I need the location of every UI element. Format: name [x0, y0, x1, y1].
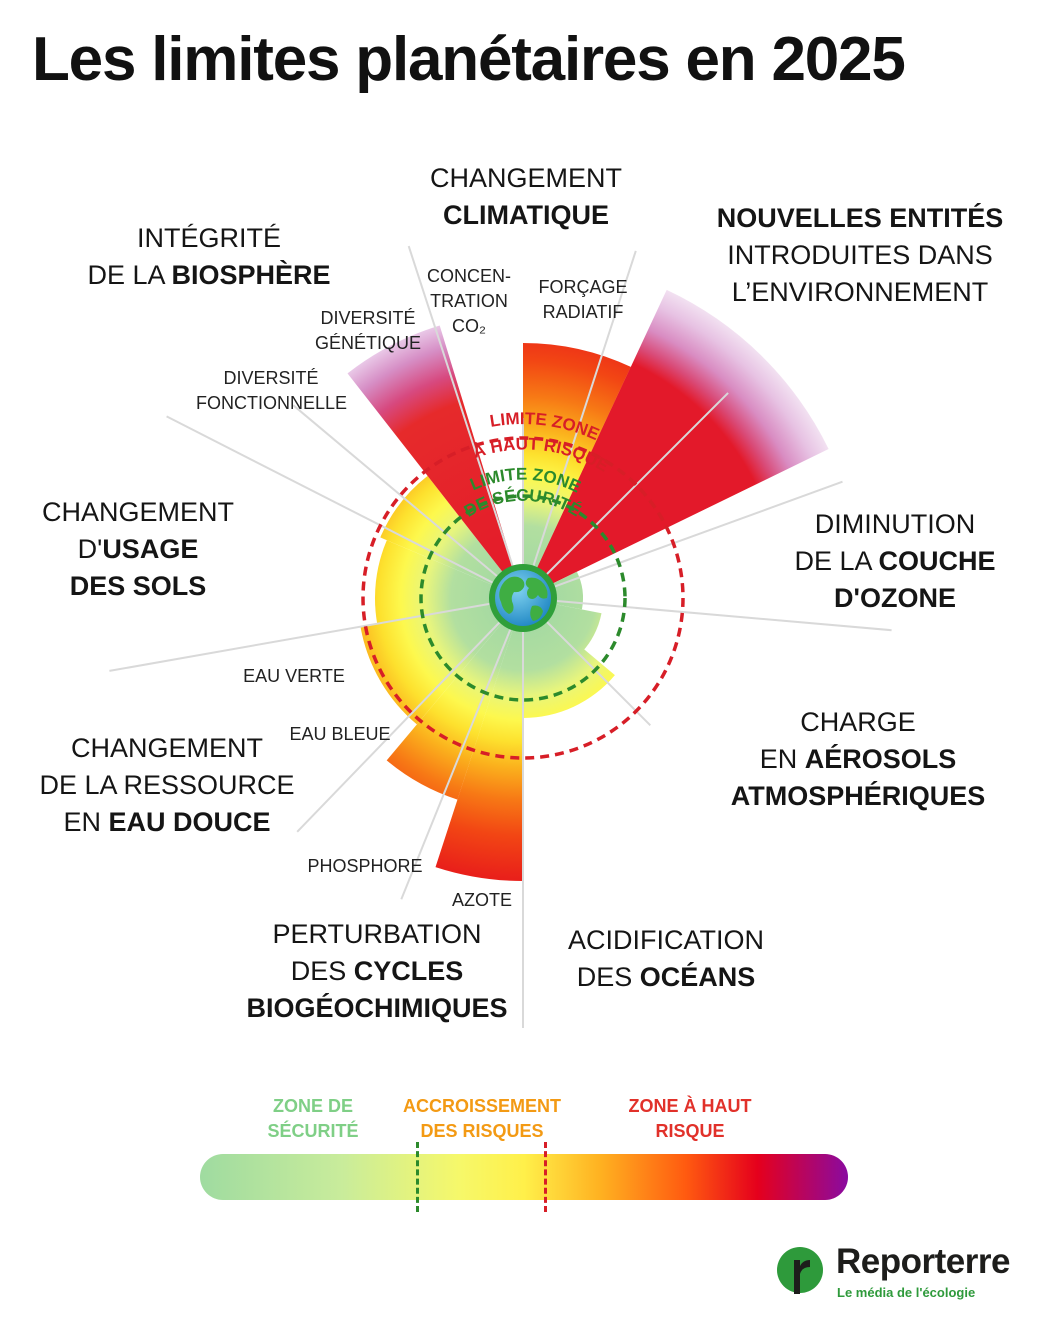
- safe-threshold-ring: [419, 494, 627, 702]
- sector-divider-line: [109, 602, 490, 672]
- legend-gradient-bar: [200, 1154, 848, 1200]
- wedge-co2-concentration: [523, 343, 631, 598]
- wedge-phosphorus: [386, 598, 523, 800]
- threshold-rings: [361, 436, 685, 760]
- sector-divider-line: [400, 629, 512, 900]
- boundary-wedges: [347, 289, 829, 881]
- sublabel-green-water: EAU VERTE: [243, 666, 345, 686]
- legend-safe-threshold-marker: [416, 1142, 419, 1212]
- legend-high-risk-threshold-marker: [544, 1142, 547, 1212]
- sector-divider-line: [292, 404, 498, 577]
- sector-divider-lines: [109, 245, 892, 1028]
- wedge-nitrogen: [435, 598, 523, 881]
- sector-divider-line: [556, 600, 892, 632]
- sector-divider-line: [546, 621, 652, 727]
- brand-name: Reporterre: [836, 1242, 1010, 1281]
- sublabel-nitrogen: AZOTE: [451, 890, 512, 910]
- sector-divider-line: [407, 245, 514, 567]
- sublabel-phosphorus: PHOSPHORE: [307, 856, 423, 876]
- brand-tagline: Le média de l'écologie: [837, 1285, 976, 1300]
- sector-divider-line: [166, 415, 494, 584]
- sublabel-blue-water: EAU BLEUE: [289, 724, 391, 744]
- brand-logo[interactable]: Reporterre Le média de l'écologie: [776, 1242, 1026, 1306]
- reporterre-logo-icon: [777, 1247, 823, 1294]
- wedge-green-water: [374, 540, 523, 624]
- page-title: Les limites planétaires en 2025: [32, 25, 906, 94]
- high-risk-threshold-ring: [361, 436, 685, 760]
- wedge-ocean-acidification: [523, 598, 615, 718]
- sector-divider-line: [532, 250, 637, 567]
- wedge-genetic-diversity: [347, 325, 523, 598]
- sector-divider-line: [546, 392, 729, 575]
- sector-divider-line: [554, 480, 843, 588]
- wedge-blue-water: [360, 598, 523, 725]
- earth-globe-icon: [489, 564, 557, 632]
- sector-divider-line: [296, 621, 501, 833]
